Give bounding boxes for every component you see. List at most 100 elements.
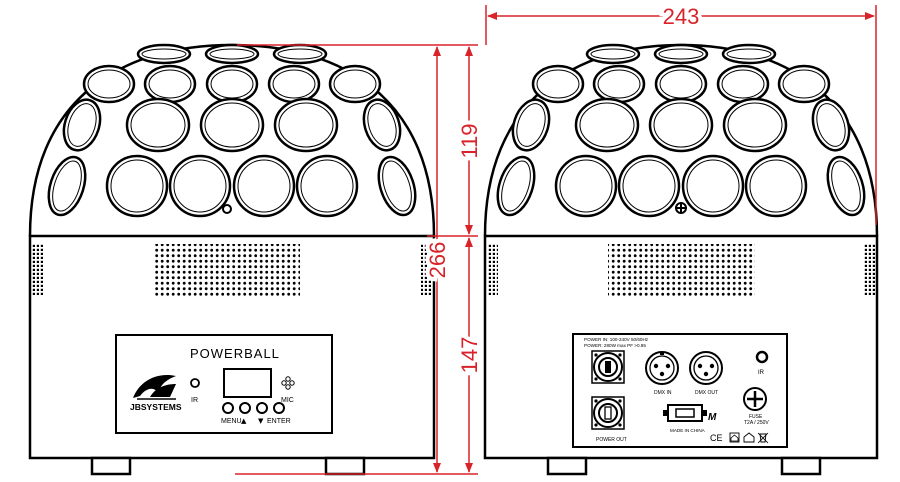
rear-lens-18 xyxy=(744,154,808,218)
front-lens-3 xyxy=(272,43,328,65)
front-lens-10 xyxy=(125,97,191,153)
power-out-connector[interactable] xyxy=(591,396,625,430)
brand-name: JBSYSTEMS xyxy=(130,402,182,412)
mic-label: MIC xyxy=(281,397,294,404)
rear-speaker-grille xyxy=(608,244,755,297)
rear-lens-ring-10 xyxy=(579,102,635,148)
usb-port[interactable] xyxy=(663,404,707,422)
front-speaker-grille xyxy=(153,244,300,297)
rear-lens-17 xyxy=(681,154,745,218)
power-spec: POWER: 280W max PF >0.95 xyxy=(584,343,646,348)
rear-lens-16 xyxy=(617,154,681,218)
rear-lens-ring-16 xyxy=(622,159,676,213)
dimensions xyxy=(235,5,877,475)
front-lens-6 xyxy=(205,64,259,104)
front-ir-sensor xyxy=(190,378,200,388)
front-lens-16 xyxy=(168,154,232,218)
enter-label: ENTER xyxy=(267,418,291,425)
rear-dome-screw xyxy=(675,202,687,214)
rear-lens-ring-9 xyxy=(516,103,546,147)
enter-button[interactable] xyxy=(273,402,285,414)
power-out-label: POWER OUT xyxy=(596,437,627,443)
front-lens-ring-11 xyxy=(204,102,260,148)
total-height-value: 266 xyxy=(425,242,450,279)
front-right-foot xyxy=(324,456,366,476)
jbsystems-logo xyxy=(133,374,176,400)
rear-lens-15 xyxy=(554,154,618,218)
front-lens-5 xyxy=(143,64,197,104)
front-lens-ring-13 xyxy=(367,103,397,147)
front-lens-ring-12 xyxy=(278,102,334,148)
dome-height-value: 119 xyxy=(457,123,482,158)
menu-button[interactable] xyxy=(222,402,234,414)
rear-lens-ring-3 xyxy=(726,48,772,60)
rear-lens-ring-12 xyxy=(727,102,783,148)
rear-lens-ring-14 xyxy=(501,160,531,212)
down-label: ▼ xyxy=(258,417,264,425)
front-dome-lenses xyxy=(47,43,417,218)
ce-mark: CE xyxy=(710,433,723,443)
front-left-foot xyxy=(90,456,132,476)
dmx-out-connector[interactable] xyxy=(689,351,723,385)
rear-lens-ring-19 xyxy=(831,160,861,212)
rear-left-foot xyxy=(546,456,588,476)
front-lens-7 xyxy=(267,64,321,104)
mic-icon xyxy=(281,376,295,390)
front-lens-ring-5 xyxy=(148,69,192,99)
front-lens-ring-16 xyxy=(173,159,227,213)
fuse-holder[interactable] xyxy=(743,387,767,411)
rear-lens-ring-15 xyxy=(559,159,613,213)
fuse-label: FUSE xyxy=(749,414,763,420)
front-lens-ring-3 xyxy=(277,48,323,60)
down-button[interactable] xyxy=(256,402,268,414)
power-in-connector[interactable] xyxy=(591,350,625,384)
front-lens-17 xyxy=(232,154,296,218)
front-dome-ir-sensor xyxy=(222,204,232,214)
rear-dome-lenses xyxy=(496,43,866,218)
front-lens-ring-4 xyxy=(87,69,131,99)
made-in-label: MADE IN CHINA xyxy=(670,428,706,433)
rear-lens-19 xyxy=(826,155,866,217)
front-lens-ring-15 xyxy=(110,159,164,213)
front-lens-15 xyxy=(105,154,169,218)
rear-lens-ring-11 xyxy=(653,102,709,148)
rear-lens-10 xyxy=(574,97,640,153)
front-left-vent xyxy=(32,244,43,296)
rear-lens-9 xyxy=(511,98,551,152)
front-view: POWERBALL JBSYSTEMS IR MIC MENU ▲ ▼ ENTE… xyxy=(28,43,436,476)
front-lens-ring-8 xyxy=(333,69,377,99)
front-lens-8 xyxy=(328,64,382,104)
front-lens-18 xyxy=(295,154,359,218)
front-lens-ring-2 xyxy=(141,48,187,60)
up-button[interactable] xyxy=(239,402,251,414)
rear-lens-ring-5 xyxy=(597,69,641,99)
rear-lens-14 xyxy=(496,155,536,217)
dmx-in-connector[interactable] xyxy=(645,351,679,385)
front-lens-ring-18 xyxy=(300,159,354,213)
rear-lens-2 xyxy=(585,43,641,65)
rear-lens-11 xyxy=(648,97,714,153)
rear-lens-13 xyxy=(811,98,851,152)
front-lens-19 xyxy=(377,155,417,217)
rear-lens-8 xyxy=(777,64,831,104)
dmx-out-label: DMX OUT xyxy=(695,390,718,396)
fuse-spec: T2A / 250V xyxy=(744,420,769,426)
front-ir-label: IR xyxy=(191,397,198,404)
rear-lens-ring-2 xyxy=(590,48,636,60)
rear-ir-sensor xyxy=(755,350,769,364)
front-lens-ring-7 xyxy=(272,69,316,99)
front-lens-ring-19 xyxy=(382,160,412,212)
front-lens-ring-14 xyxy=(52,160,82,212)
rear-lens-12 xyxy=(722,97,788,153)
rear-lens-1 xyxy=(653,43,709,65)
rear-lens-6 xyxy=(654,64,708,104)
rear-lens-4 xyxy=(531,64,585,104)
front-lens-9 xyxy=(62,98,102,152)
front-display xyxy=(223,368,272,398)
base-height-value: 147 xyxy=(457,337,482,374)
width-value: 243 xyxy=(663,4,700,29)
menu-label: MENU xyxy=(221,418,242,425)
rear-lens-ring-7 xyxy=(721,69,765,99)
front-lens-1 xyxy=(204,43,260,65)
